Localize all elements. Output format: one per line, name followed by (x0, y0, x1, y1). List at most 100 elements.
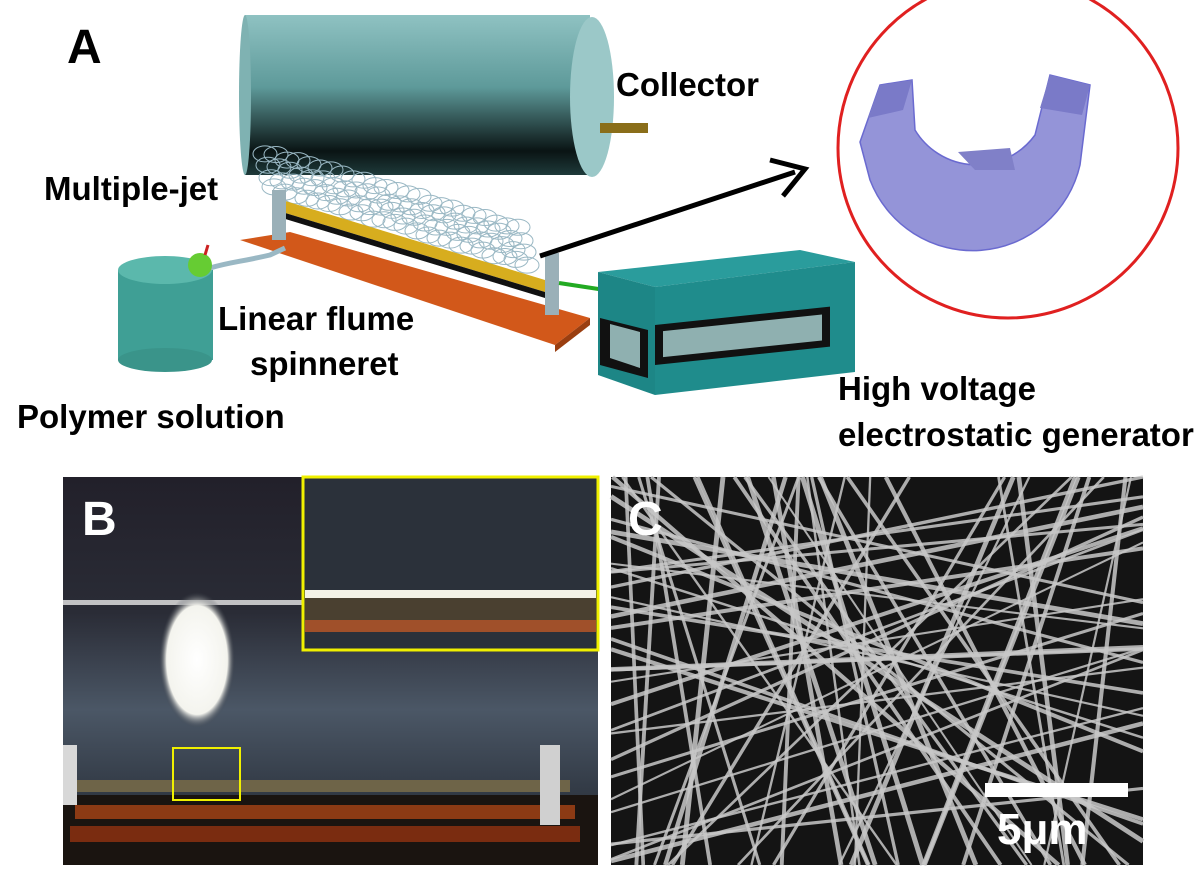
fiber-spiral (294, 189, 320, 207)
scale-bar-label: 5μm (997, 805, 1088, 854)
cross-section-detail (836, 0, 1180, 320)
fiber-spiral (305, 192, 331, 210)
fiber-spiral (360, 210, 386, 228)
fiber (1043, 476, 1133, 866)
photo-spinning-setup (63, 475, 600, 865)
collector-drum (239, 15, 648, 177)
fiber-spiral (464, 217, 490, 235)
fiber-spiral (461, 206, 487, 224)
fiber (692, 476, 870, 866)
fiber (610, 562, 1144, 630)
fiber (743, 476, 1028, 866)
fiber (610, 647, 1144, 814)
fiber-spiral (338, 203, 364, 221)
fiber-spiral (368, 198, 394, 216)
scale-bar (985, 783, 1128, 797)
fiber (853, 476, 872, 866)
fiber (610, 706, 1144, 847)
label-polymer-solution: Polymer solution (17, 398, 285, 435)
fiber-spiral (252, 145, 278, 163)
inset-zoom (301, 475, 600, 652)
pump-valve (188, 253, 212, 277)
label-linear-flume: Linear flume (218, 300, 415, 337)
fiber (732, 475, 1003, 867)
fiber-spiral (307, 159, 333, 177)
fiber (610, 517, 1144, 665)
fiber (611, 475, 1061, 867)
fiber-spiral (428, 197, 454, 215)
fiber-spiral (310, 170, 336, 188)
fiber-spiral (387, 195, 413, 213)
panel-b-letter: B (82, 493, 117, 546)
label-high-voltage: High voltage (838, 370, 1037, 407)
label-multiple-jet: Multiple-jet (44, 170, 219, 207)
fiber-spiral (505, 218, 531, 236)
fiber (883, 476, 1087, 866)
fiber-spiral (349, 204, 375, 222)
fiber-spiral (269, 172, 295, 190)
panel-a-letter: A (67, 21, 102, 74)
fiber-spiral (354, 183, 380, 201)
fiber-spirals (252, 145, 540, 274)
fiber-spiral (398, 198, 424, 216)
collector-shaft (600, 123, 648, 133)
fiber-spiral (492, 248, 518, 266)
fiber-spiral (486, 222, 512, 240)
fiber (610, 535, 1144, 754)
fiber (610, 522, 1144, 574)
fiber-spiral (332, 180, 358, 198)
fiber (610, 648, 1144, 861)
fiber (610, 515, 1144, 762)
fiber (663, 476, 788, 866)
fiber (848, 476, 1016, 866)
fiber-spiral (426, 229, 452, 247)
fiber-spiral (406, 187, 432, 205)
fiber-spiral (511, 243, 537, 261)
fiber-spiral (384, 182, 410, 200)
fiber-spiral (357, 198, 383, 216)
fiber-spiral (431, 206, 457, 224)
fiber-spiral (340, 170, 366, 188)
fiber-spiral (497, 230, 523, 248)
fiber (736, 476, 1105, 866)
label-spinneret: spinneret (250, 345, 399, 382)
fiber-spiral (390, 207, 416, 225)
panel-c-letter: C (628, 493, 663, 546)
fiber-spiral (448, 236, 474, 254)
linear-flume-spinneret (240, 190, 606, 352)
label-electrostatic-generator: electrostatic generator (838, 416, 1194, 453)
fiber-spiral (395, 185, 421, 203)
fiber-spiral (382, 213, 408, 231)
fiber (838, 476, 1031, 866)
fiber (610, 647, 1144, 672)
pointer-arrow (539, 157, 810, 259)
fiber-spiral (313, 184, 339, 202)
fiber-spiral (500, 241, 526, 259)
fiber (679, 476, 726, 866)
polymer-solution-tank (118, 244, 287, 372)
fiber-spiral (475, 220, 501, 238)
fiber (610, 529, 1144, 626)
fiber (610, 495, 1144, 574)
fiber-spiral (346, 195, 372, 213)
fiber-spiral (371, 211, 397, 229)
fiber (610, 546, 1144, 630)
fiber (610, 504, 1144, 619)
fiber (623, 476, 646, 866)
fiber (745, 476, 878, 866)
label-collector: Collector (616, 66, 760, 103)
fiber (610, 666, 1144, 735)
fiber-spiral (478, 232, 504, 250)
fiber-spiral (423, 218, 449, 236)
zoom-region-box (172, 747, 241, 801)
fiber (667, 476, 1073, 866)
fiber-spiral (514, 256, 540, 274)
fiber-spiral (299, 169, 325, 187)
high-voltage-generator (598, 250, 855, 395)
sem-nanofibers (609, 475, 1145, 867)
fiber-spiral (508, 232, 534, 250)
fiber (610, 475, 1144, 589)
fiber-spiral (373, 178, 399, 196)
fiber-spiral (291, 177, 317, 195)
